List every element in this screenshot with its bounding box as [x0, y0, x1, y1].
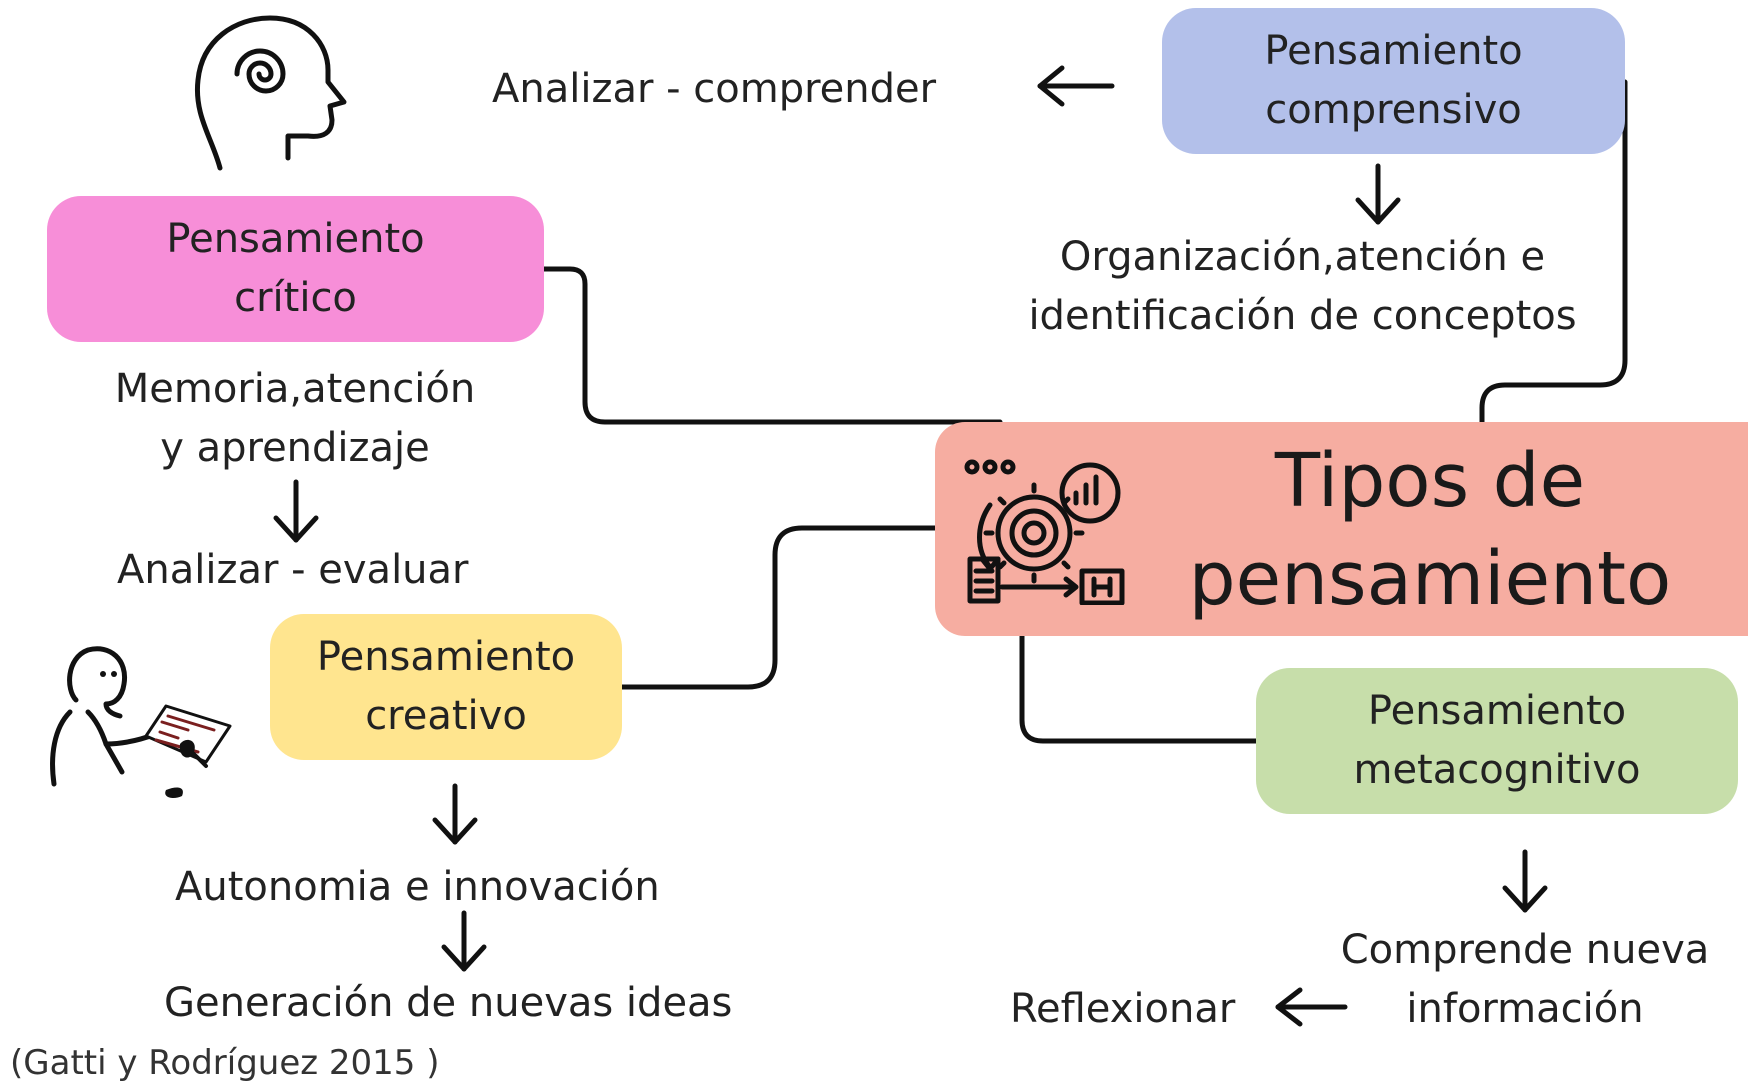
link-comprensivo [1479, 79, 1628, 425]
arrow-left-reflexionar [1275, 987, 1348, 1027]
gear-process-icon [964, 459, 1125, 605]
central-title-line-1: Tipos de [1274, 438, 1586, 524]
label-memoria-line-1: Memoria,atención [114, 366, 476, 412]
label-reflexionar: Reflexionar [1010, 986, 1236, 1032]
node-creativo-line-2: creativo [365, 693, 527, 739]
label-organizacion-line-2: identificación de conceptos [1028, 293, 1577, 339]
label-memoria: Memoria,atención y aprendizaje [80, 360, 510, 478]
node-metacognitivo-line-1: Pensamiento [1367, 688, 1627, 734]
arrow-down-organizacion [1355, 163, 1401, 225]
head-spiral-icon [194, 15, 347, 171]
central-title-line-2: pensamiento [1188, 536, 1672, 622]
label-comprende: Comprende nueva información [1300, 921, 1748, 1039]
label-analizar-comprender: Analizar - comprender [492, 66, 937, 112]
node-pensamiento-comprensivo: Pensamiento comprensivo [1162, 8, 1625, 154]
arrow-down-memoria [273, 479, 319, 543]
node-pensamiento-creativo: Pensamiento creativo [270, 614, 622, 760]
node-pensamiento-critico: Pensamiento crítico [47, 196, 544, 342]
node-critico-line-2: crítico [234, 275, 357, 321]
node-critico-line-1: Pensamiento [166, 216, 425, 262]
node-creativo-line-1: Pensamiento [316, 634, 576, 680]
citation: (Gatti y Rodríguez 2015 ) [10, 1043, 440, 1083]
label-comprende-line-2: información [1406, 986, 1644, 1032]
link-metacognitivo [1019, 633, 1259, 744]
arrow-down-autonomia [441, 910, 487, 972]
person-reading-icon [50, 646, 232, 798]
central-title: Tipos de pensamiento [1160, 432, 1700, 628]
label-analizar-evaluar: Analizar - evaluar [117, 547, 469, 593]
arrow-down-metacognitivo [1502, 849, 1548, 913]
label-organizacion: Organización,atención e identificación d… [990, 228, 1615, 346]
label-organizacion-line-1: Organización,atención e [1059, 234, 1546, 280]
arrow-down-creativo [432, 783, 478, 845]
label-comprende-line-1: Comprende nueva [1340, 927, 1710, 973]
link-creativo [619, 525, 938, 690]
arrow-left-comprender [1037, 65, 1115, 107]
node-pensamiento-metacognitivo: Pensamiento metacognitivo [1256, 668, 1738, 814]
node-metacognitivo-line-2: metacognitivo [1353, 747, 1641, 793]
link-critico [541, 266, 1003, 425]
label-generacion: Generación de nuevas ideas [164, 980, 733, 1026]
node-comprensivo-line-2: comprensivo [1265, 87, 1522, 133]
label-memoria-line-2: y aprendizaje [160, 425, 430, 471]
node-comprensivo-line-1: Pensamiento [1264, 28, 1523, 74]
label-autonomia: Autonomia e innovación [175, 864, 660, 910]
